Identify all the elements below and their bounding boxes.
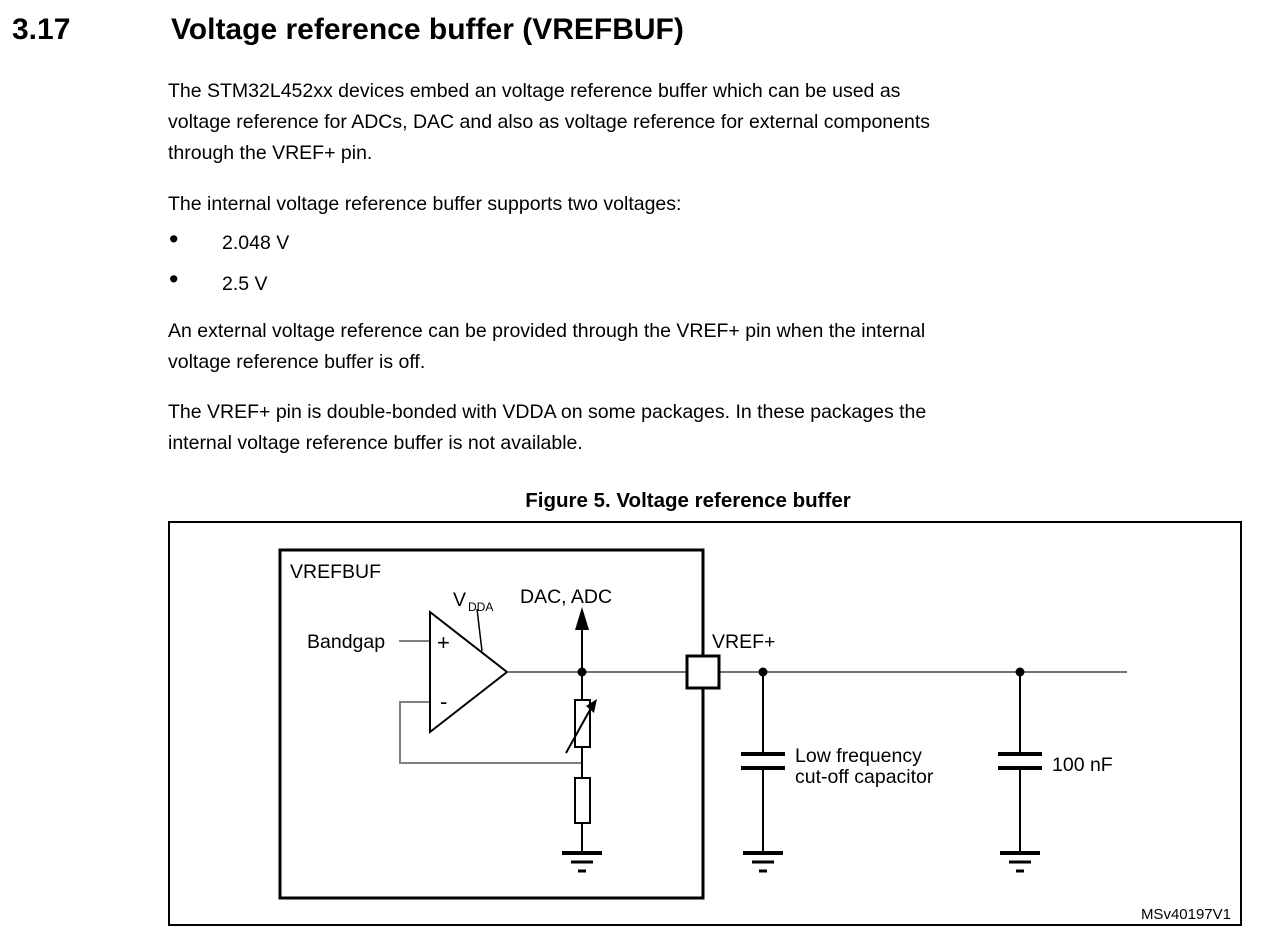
paragraph-2: The internal voltage reference buffer su… <box>168 193 682 215</box>
vdda-wire <box>476 608 483 652</box>
vref-pin-pad <box>685 654 721 690</box>
bullet-icon: • <box>169 264 179 294</box>
feedback-wire <box>399 701 582 764</box>
vrefbuf-block-label: VREFBUF <box>290 561 381 583</box>
fixed-resistor <box>574 777 591 824</box>
cap1-label-line-1: Low frequency <box>795 745 922 767</box>
vref-pin-label: VREF+ <box>712 631 775 653</box>
paragraph-1: The STM32L452xx devices embed an voltage… <box>168 76 930 169</box>
opamp-minus-input-label: - <box>440 689 447 714</box>
section-number: 3.17 <box>12 13 71 46</box>
bullet-icon: • <box>169 224 179 254</box>
vrefbuf-block-box <box>278 548 705 900</box>
bullet-item-2: 2.5 V <box>222 273 268 295</box>
ground-icon <box>743 851 783 873</box>
figure-circuit-diagram: VREFBUF Bandgap + - V DDA DAC, ADC <box>168 521 1242 926</box>
bullet-item-1: 2.048 V <box>222 232 290 254</box>
capacitor-icon <box>741 752 785 770</box>
variable-resistor-arrowhead-icon <box>586 699 597 713</box>
cap2-value-label: 100 nF <box>1052 754 1113 776</box>
vdda-subscript-label: DDA <box>468 600 493 614</box>
section-title: Voltage reference buffer (VREFBUF) <box>171 13 684 46</box>
variable-resistor-arrow-line <box>565 707 592 754</box>
opamp-triangle <box>429 609 509 735</box>
capacitor-icon <box>998 752 1042 770</box>
paragraph-3-line-1: An external voltage reference can be pro… <box>168 320 926 342</box>
junction-dot <box>577 667 587 677</box>
dac-adc-label: DAC, ADC <box>520 586 612 608</box>
paragraph-4-line-1: The VREF+ pin is double-bonded with VDDA… <box>168 401 927 423</box>
ground-icon <box>562 851 602 873</box>
bandgap-label: Bandgap <box>307 631 385 653</box>
paragraph-3: An external voltage reference can be pro… <box>168 316 925 378</box>
dac-adc-arrowhead-icon <box>575 607 589 630</box>
paragraph-3-line-2: voltage reference buffer is off. <box>168 351 426 373</box>
paragraph-1-line-1: The STM32L452xx devices embed an voltage… <box>168 80 901 102</box>
figure-border <box>168 521 1242 926</box>
paragraph-1-line-3: through the VREF+ pin. <box>168 142 373 164</box>
cap1-label-line-2: cut-off capacitor <box>795 766 934 788</box>
opamp-plus-input-label: + <box>437 630 450 655</box>
ground-icon <box>1000 851 1040 873</box>
vdda-label: V <box>453 589 466 611</box>
paragraph-1-line-2: voltage reference for ADCs, DAC and also… <box>168 111 930 133</box>
paragraph-4-line-2: internal voltage reference buffer is not… <box>168 432 583 454</box>
paragraph-4: The VREF+ pin is double-bonded with VDDA… <box>168 397 926 459</box>
figure-caption: Figure 5. Voltage reference buffer <box>525 489 851 512</box>
figure-reference-code: MSv40197V1 <box>1141 906 1231 923</box>
